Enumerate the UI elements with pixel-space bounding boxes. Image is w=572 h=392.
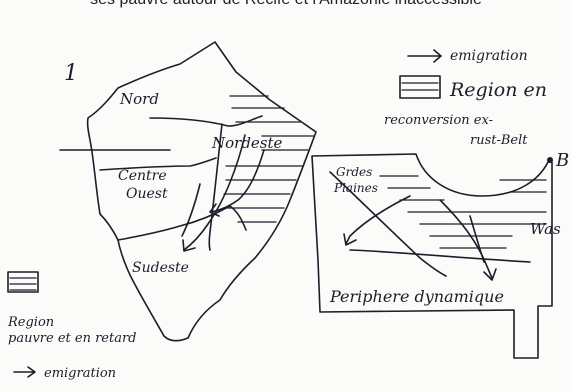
region-label-ouest: Ouest [126,186,168,202]
arrow-head [182,239,196,252]
legend-arrow-icon [13,366,36,378]
map2: B Was Grdes Plaines Periphere dynamique [311,150,569,359]
arrow-head [343,233,357,246]
region-label-sudeste: Sudeste [132,260,189,276]
map2-inner-line [329,171,447,277]
region-label-centre: Centre [118,168,167,184]
map2-label-was: Was [530,220,561,238]
legend-region-line1: Region [7,315,54,330]
legend2-arrow-icon [407,49,442,63]
legend2-emigration-label: emigration [450,48,528,64]
map2-emigration-arrow-south [439,199,493,279]
map1-number: 1 [64,61,78,86]
map1-border-nord [149,115,263,127]
map2-outline [311,153,553,359]
map1-border-centre [99,157,217,171]
city-dot-icon [547,157,553,163]
map2-emigration-arrow-west [345,195,411,245]
map2-label-b: B [555,150,569,171]
map2-periphery-line [349,249,531,263]
map1-border-sud [117,205,247,241]
legend2-hatch-box [399,75,441,99]
map1-legend: Region pauvre et en retard emigration [7,271,137,381]
legend-hatch-box [7,271,39,293]
legend-emigration-label: emigration [44,366,116,381]
arrow-head [483,268,497,281]
region-label-nord: Nord [119,90,159,108]
legend2-reconversion-label: reconversion ex- [384,113,493,128]
legend2-region-label: Region en [449,79,547,101]
map2-legend: emigration Region en reconversion ex- ru… [384,48,547,148]
map1-emigration-arrow-2 [211,149,265,213]
map2-label-periphery: Periphere dynamique [329,287,504,306]
map1: 1 Nord Nordeste [59,41,317,342]
legend-region-line2: pauvre et en retard [8,331,137,346]
map1-emigration-arrow-3 [181,183,201,237]
top-caption: ses pauvre autour de Recife et l'Amazoni… [0,0,572,9]
map1-emigration-arrow-1 [183,134,246,251]
map1-border-nordeste [208,123,223,251]
map2-emigration-arrow-southwest [469,215,485,263]
arrow-head [209,203,220,217]
region-label-nordeste: Nordeste [211,134,283,152]
map2-label-plaines: Plaines [333,181,378,195]
legend2-rustbelt-label: rust-Belt [470,133,528,148]
map2-label-grdes: Grdes [336,165,372,179]
map1-outline [86,41,317,342]
